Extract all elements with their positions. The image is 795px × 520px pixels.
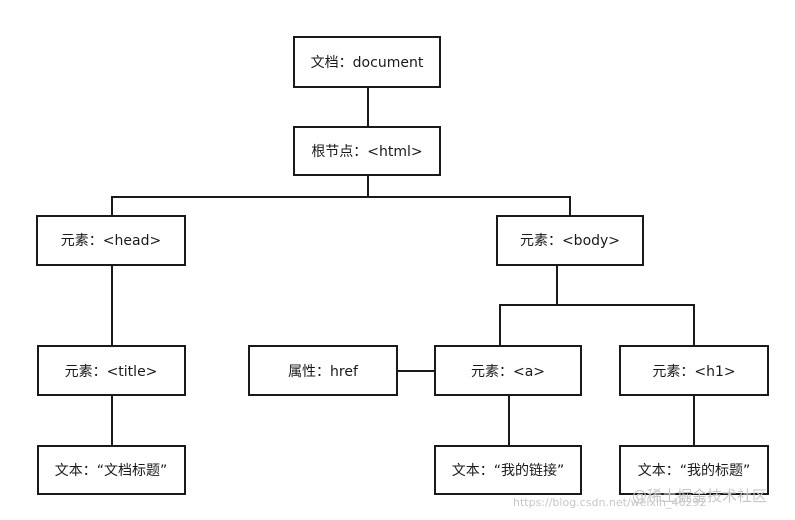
node-root-html: 根节点：<html>	[293, 126, 441, 176]
node-text-link: 文本：“我的链接”	[434, 445, 582, 495]
node-h1-label: 元素：<h1>	[652, 364, 735, 380]
node-head: 元素：<head>	[36, 215, 186, 266]
node-text-title: 文本：“文档标题”	[37, 445, 186, 495]
node-text-h1-label: 文本：“我的标题”	[638, 463, 751, 479]
node-text-h1: 文本：“我的标题”	[619, 445, 769, 495]
node-head-label: 元素：<head>	[61, 233, 161, 249]
node-body-label: 元素：<body>	[520, 233, 620, 249]
node-a-label: 元素：<a>	[471, 364, 545, 380]
edge-root-children	[111, 175, 369, 216]
connectors	[111, 87, 695, 446]
node-attr-href-label: 属性：href	[288, 364, 359, 380]
node-a: 元素：<a>	[434, 345, 582, 396]
edge-body-a	[499, 304, 695, 346]
watermark-url: https://blog.csdn.net/weixin_46292	[513, 496, 707, 509]
node-attr-href: 属性：href	[248, 345, 398, 396]
node-body: 元素：<body>	[496, 215, 644, 266]
node-h1: 元素：<h1>	[619, 345, 769, 396]
node-title-label: 元素：<title>	[65, 364, 158, 380]
node-document: 文档：document	[293, 36, 441, 88]
watermark-brand: @稀土掘金技术社区	[632, 487, 767, 505]
node-document-label: 文档：document	[311, 55, 424, 71]
node-root-label: 根节点：<html>	[311, 144, 422, 160]
edge-root-body	[368, 196, 571, 216]
watermark: https://blog.csdn.net/weixin_46292 @稀土掘金…	[513, 487, 767, 509]
node-text-link-label: 文本：“我的链接”	[452, 462, 565, 479]
node-text-title-label: 文本：“文档标题”	[55, 463, 168, 479]
node-title: 元素：<title>	[37, 345, 186, 396]
